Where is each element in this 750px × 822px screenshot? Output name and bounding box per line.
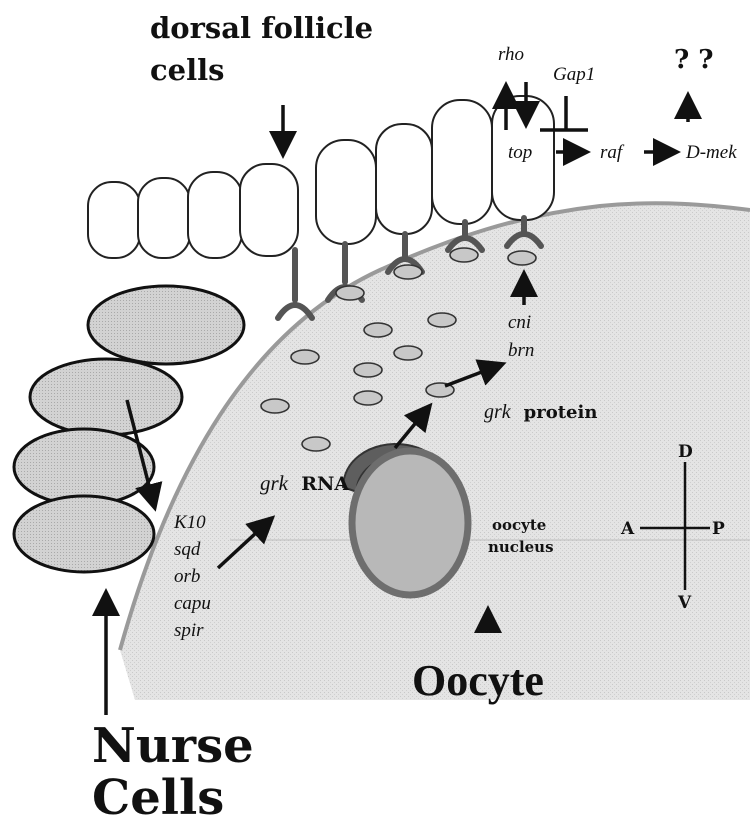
grk-protein-label: grk protein bbox=[484, 401, 597, 423]
vesicle bbox=[394, 346, 422, 360]
nurse-cell bbox=[14, 429, 154, 505]
vesicle bbox=[394, 265, 422, 279]
gene-brn: brn bbox=[508, 340, 534, 361]
axis-ventral: V bbox=[677, 593, 692, 613]
follicle-cell bbox=[376, 124, 432, 234]
nurse-cell bbox=[14, 496, 154, 572]
follicle-cell bbox=[138, 178, 190, 258]
axis-dorsal: D bbox=[678, 442, 693, 462]
vesicle bbox=[364, 323, 392, 337]
grk-protein-gene: grk bbox=[484, 401, 512, 423]
axis-anterior: A bbox=[620, 519, 635, 539]
receptor bbox=[278, 250, 312, 318]
vesicle bbox=[450, 248, 478, 262]
vesicle bbox=[261, 399, 289, 413]
oocyte-nucleus-label-1: oocyte bbox=[492, 516, 546, 534]
oocyte-cytoplasm bbox=[120, 203, 750, 700]
vesicle bbox=[428, 313, 456, 327]
axis-posterior: P bbox=[712, 519, 725, 539]
title-line1: dorsal follicle bbox=[150, 11, 373, 45]
gene-top: top bbox=[508, 142, 532, 163]
grk-rna-gene: grk bbox=[260, 471, 289, 495]
gene-raf: raf bbox=[600, 142, 625, 163]
vesicle bbox=[354, 391, 382, 405]
gene-gap1: Gap1 bbox=[553, 64, 595, 85]
follicle-cell bbox=[316, 140, 376, 244]
gene-dmek: D-mek bbox=[685, 142, 737, 163]
gene-spir: spir bbox=[174, 620, 204, 641]
nurse-cells-label-1: Nurse bbox=[92, 718, 254, 774]
vesicle bbox=[354, 363, 382, 377]
vesicle bbox=[291, 350, 319, 364]
gene-sqd: sqd bbox=[174, 539, 201, 560]
title-line2: cells bbox=[150, 53, 224, 87]
oocyte-nucleus-label-2: nucleus bbox=[488, 538, 554, 556]
nurse-cells-label-2: Cells bbox=[92, 770, 224, 822]
gene-cni: cni bbox=[508, 312, 531, 333]
oocyte-label: Oocyte bbox=[412, 656, 544, 705]
grk-rna-word: RNA bbox=[301, 473, 349, 495]
gene-k10: K10 bbox=[173, 512, 206, 533]
nurse-cell bbox=[88, 286, 244, 364]
follicle-cell bbox=[88, 182, 140, 258]
nurse-cell bbox=[30, 359, 182, 435]
gene-capu: capu bbox=[174, 593, 211, 614]
gene-orb: orb bbox=[174, 566, 200, 587]
follicle-cell bbox=[188, 172, 242, 258]
vesicle bbox=[302, 437, 330, 451]
oocyte-nucleus bbox=[352, 451, 468, 595]
follicle-cell bbox=[432, 100, 492, 224]
follicle-cell bbox=[240, 164, 298, 256]
grk-protein-word: protein bbox=[524, 402, 598, 423]
grk-rna-label: grk RNA bbox=[260, 471, 349, 495]
unknown-targets: ? ? bbox=[674, 45, 714, 75]
vesicle bbox=[336, 286, 364, 300]
gene-rho: rho bbox=[498, 44, 524, 65]
vesicle bbox=[508, 251, 536, 265]
